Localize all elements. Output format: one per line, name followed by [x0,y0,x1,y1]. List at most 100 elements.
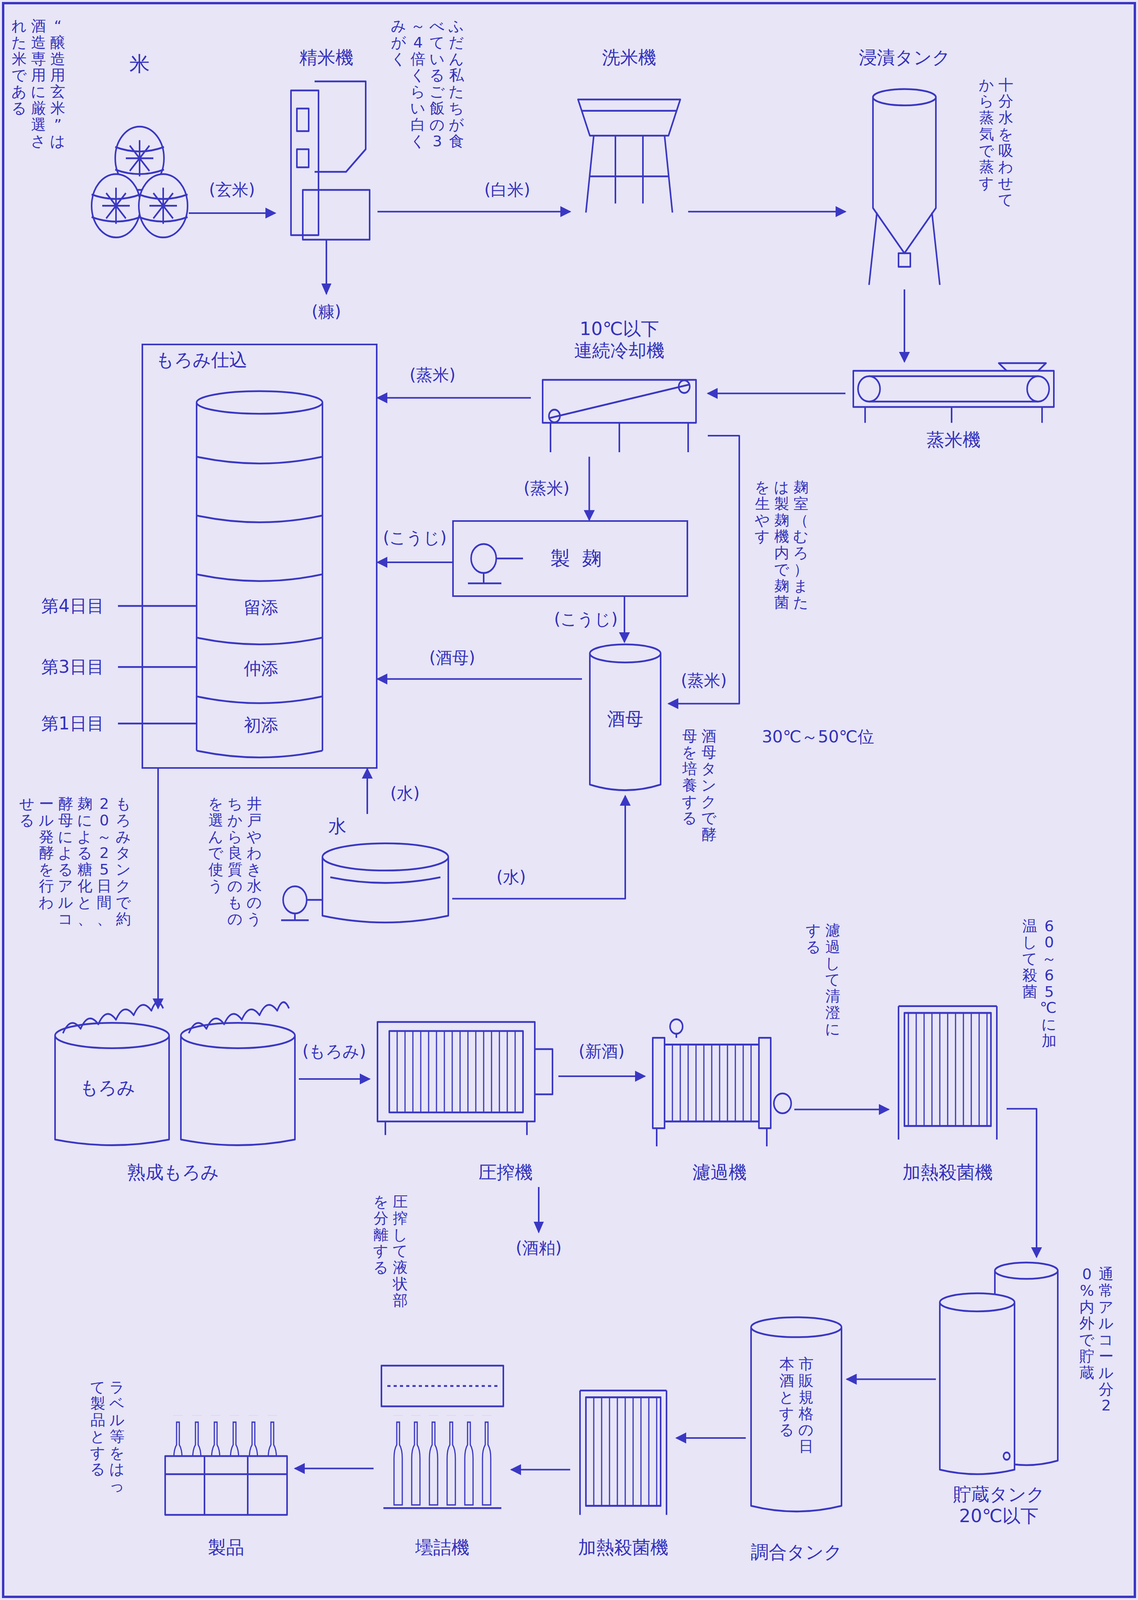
node-label: 貯蔵タンク 20℃以下 [947,1483,1050,1527]
flow-arrow [794,1108,889,1111]
machine-node: 貯蔵タンク 20℃以下 [935,1257,1062,1529]
filter [652,1019,792,1147]
pasteurizer [580,1390,667,1515]
node-label: もろみ [79,1077,136,1099]
flow-arrow [377,397,531,399]
node-label: 留添 [243,597,279,619]
edge-label: (もろみ) [300,1041,369,1062]
steeping-tank [898,253,911,268]
flow-arrow [294,1467,374,1470]
product-crate [165,1415,288,1516]
mash-tanks [55,1035,170,1146]
washing-machine [578,99,681,213]
steeping-tank [869,212,940,286]
flow-arrow [377,678,582,680]
flow-arrow [676,1437,746,1439]
edge-label: (新酒) [576,1041,628,1062]
node-label: 水 [328,815,347,838]
steamer [858,376,881,402]
node-label: 10℃以下 連続冷却機 [568,318,671,362]
flow-arrow [668,435,740,704]
mash-tank [117,605,197,724]
steamer [853,362,1054,423]
edge-label: (酒母) [427,648,478,668]
machine-node: 10℃以下 連続冷却機 [530,316,708,457]
storage-tanks [939,1293,1015,1312]
flow-arrow [623,596,626,643]
rice-node: 米 [90,49,189,245]
mash-tanks [180,1035,295,1146]
node-text: 熟成もろみ [127,1161,220,1184]
flow-arrow [377,210,571,213]
starter-tank [589,644,661,663]
edge-label: (玄米) [206,180,258,200]
pasteurizer [580,1390,667,1515]
vertical-note: 井戸やわき水のうちから良質のものを選んで使う [208,795,262,932]
node-label: 精米機 [299,46,354,69]
vertical-note: 濾過して清澄にする [806,922,841,1058]
polishing-machine [302,189,370,240]
mash-tank [196,456,323,758]
node-label: もろみ仕込 [155,349,248,371]
tank-band: 初添 [198,697,325,753]
polishing-machine [296,149,309,168]
cooler [548,409,560,423]
machine-node: 浸漬タンク [845,45,964,290]
vertical-note: もろみタンクで約20～25日間、麹による糖化と、酵母によるアルコール発酵を行わせ… [19,795,131,932]
tank-band: 留添 [198,576,325,640]
flow-arrow [588,456,591,521]
flow-arrow [366,768,369,814]
steamer [1027,376,1050,402]
product-crate [165,1456,288,1516]
storage-tanks [994,1262,1058,1279]
mash-tank [196,402,323,752]
pasteurizer [585,1397,661,1507]
rice-bales [91,126,188,238]
bottling-machine [387,1384,498,1387]
press [537,1187,540,1233]
text-label: (糠) [311,301,342,322]
tank-band: 仲添 [198,639,325,699]
flow-arrow [157,768,159,1009]
mash-tanks [188,1002,290,1034]
blending-tank [751,1317,842,1512]
vertical-note: 十分水を吸わせてから蒸気で蒸す [979,77,1014,213]
polishing-machine [296,108,309,132]
node-text: 調合タンク [750,1541,843,1564]
steamer [865,362,1046,423]
pasteurizer [898,1006,997,1140]
flow-arrow [847,1378,937,1381]
washing-machine [578,99,681,136]
vertical-note: 酒母タンクで酵母を培養する [682,728,717,848]
press [534,1049,553,1095]
node-label: 米 [129,51,150,76]
blending-tank [751,1327,842,1512]
polishing-machine [314,81,366,172]
flow-arrow [903,289,906,362]
flow-arrow [1006,1108,1037,1258]
machine-node: 市販規格の日本酒とする調合タンク [745,1311,848,1565]
machine-node: 圧搾機 [369,1003,559,1185]
washing-machine [581,110,677,213]
machine-node: 水 [275,813,453,928]
node-label: 洗米機 [602,46,657,69]
process-box: 製麹 [452,520,689,598]
flow-arrow [511,1469,571,1471]
process-box: もろみ仕込留添仲添初添 [141,343,378,769]
text-label: (酒粕) [515,1238,562,1258]
machine-node: 蒸米機 [845,361,1062,453]
bottling-machine [381,1365,504,1407]
text-label: 第4日目 [41,595,105,617]
pasteurizer [904,1012,991,1127]
storage-tanks [1003,1452,1010,1460]
edge-label: (水) [388,783,423,804]
machine-node: 加熱殺菌機 [570,1379,677,1561]
flow-arrow [452,795,626,899]
rice-bales [91,174,141,238]
node-label: 市販規格の日本酒とする [779,1356,814,1459]
mash-tanks [180,1022,295,1048]
cooler [542,379,697,453]
starter-tank [589,653,661,791]
filter [664,1044,759,1122]
